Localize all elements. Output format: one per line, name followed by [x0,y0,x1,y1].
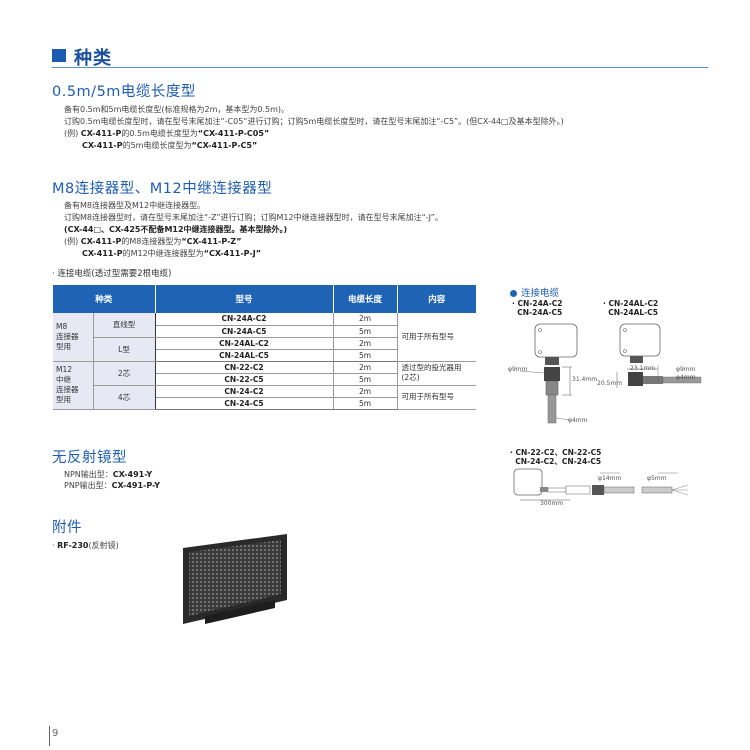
dim-l-height: 20.5mm [597,380,623,387]
length-cell: 5m [333,349,398,362]
length-cell: 2m [333,361,398,374]
bullet-dot-icon [510,290,517,297]
length-cell: 5m [333,397,398,410]
table-row: L型 CN-24AL-C2 2m [53,337,476,362]
dim-l-conn: φ9mm [676,366,696,373]
model-cell: CN-22-C2 [155,361,334,374]
th-model: 型号 [155,285,334,313]
section-title-cable-length: 0.5m/5m电缆长度型 [52,84,196,100]
length-cell: 2m [333,337,398,350]
length-cell: 2m [333,385,398,398]
cable-note: · 连接电缆(透过型需要2根电缆) [52,269,172,279]
table-header-row: 种类 型号 电缆长度 内容 [53,285,476,313]
model-cell: CN-24-C5 [155,397,334,410]
dim-relay-conn: φ14mm [598,475,622,482]
page-number-bar [49,726,50,746]
section2-example-1: (例) CX-411-P的M8连接器型为“CX-411-P-Z” [64,237,242,246]
relay-cable-drawing [513,468,689,501]
section1-example-1: (例) CX-411-P的0.5m电缆长度型为“CX-411-P-C05” [64,129,270,138]
length-cell: 5m [333,325,398,338]
model-cell: CN-24AL-C2 [155,337,334,350]
content-4core: 可用于所有型号 [397,385,476,410]
category-m12: M12 中继 连接器 型用 [53,361,94,410]
header-square-icon [52,49,66,62]
dim-l-cable: φ4mm [676,374,696,381]
section1-line-1: 备有0.5m和5m电缆长度型(标准规格为2m，基本型为0.5m)。 [64,105,290,114]
table-row: 4芯 CN-24-C2 2m 可用于所有型号 [53,385,476,410]
npn-output-line: NPN输出型：CX-491-Y [64,470,153,479]
sub-4core: 4芯 [93,385,156,410]
section-title-no-reflector: 无反射镜型 [52,450,127,466]
sub-straight: 直线型 [93,313,156,338]
sub-l-shape: L型 [93,337,156,362]
section-title-accessories: 附件 [52,520,82,536]
l-cable-drawing [616,323,702,388]
content-2core: 透过型的投光器用 (2芯) [397,361,476,386]
page-header: 种类 [52,44,708,69]
straight-cable-drawing [519,323,578,424]
section-title-connector: M8连接器型、M12中继连接器型 [52,181,273,197]
l-cable-labels: · CN-24AL-C2 CN-24AL-C5 [603,299,659,317]
dim-straight-len: 31.4mm [572,376,598,383]
table-row: M8 连接器 型用 直线型 CN-24A-C2 2m 可用于所有型号 [53,313,476,362]
length-cell: 5m [333,373,398,386]
section1-line-2: 订购0.5m电缆长度型时，请在型号末尾加注“-C05”进行订购；订购5m电缆长度… [64,117,564,126]
cable-spec-table: 种类 型号 电缆长度 内容 M8 连接器 型用 直线型 CN-24A-C2 2m… [53,285,476,410]
section2-line-3: (CX-44□、CX-425不配备M12中继连接器型。基本型除外。) [64,225,288,234]
table-row: CN-24A-C5 5m [53,325,476,338]
dim-relay-cable: φ5mm [647,475,667,482]
model-cell: CN-24A-C5 [155,325,334,338]
content-m8: 可用于所有型号 [397,313,476,362]
section2-line-1: 备有M8连接器型及M12中继连接器型。 [64,201,206,210]
dim-straight-conn: φ9mm [508,366,528,373]
dim-straight-cable: φ4mm [568,417,588,424]
page-number: 9 [52,728,59,739]
table-row: M12 中继 连接器 型用 2芯 CN-22-C2 2m 透过型的投光器用 (2… [53,361,476,410]
table-row: CN-22-C5 5m [53,373,476,386]
sub-2core: 2芯 [93,361,156,386]
table-row: CN-24AL-C5 5m [53,349,476,362]
category-m8: M8 连接器 型用 [53,313,94,362]
diagram-title: 连接电缆 [510,285,559,299]
dim-l-width: 23.1mm [630,365,656,372]
relay-cable-labels: · CN-22-C2、CN-22-C5 CN-24-C2、CN-24-C5 [510,448,602,466]
table-row: CN-24-C5 5m [53,397,476,410]
length-cell: 2m [333,313,398,326]
straight-cable-labels: · CN-24A-C2 CN-24A-C5 [512,299,563,317]
model-cell: CN-22-C5 [155,373,334,386]
section2-line-2: 订购M8连接器型时，请在型号末尾加注“-Z”进行订购；订购M12中继连接器型时，… [64,213,443,222]
page-title: 种类 [74,48,112,69]
section2-example-2: CX-411-P的M12中继连接器型为“CX-411-P-J” [82,249,261,258]
reflector-image [183,534,287,624]
model-cell: CN-24AL-C5 [155,349,334,362]
dim-relay-len: 300mm [540,500,564,507]
th-content: 内容 [397,285,476,313]
accessory-item: · RF-230(反射镜) [52,541,119,550]
pnp-output-line: PNP输出型：CX-491-P-Y [64,481,161,490]
th-length: 电缆长度 [333,285,398,313]
model-cell: CN-24-C2 [155,385,334,398]
model-cell: CN-24A-C2 [155,313,334,326]
section1-example-2: CX-411-P的5m电缆长度型为“CX-411-P-C5” [82,141,258,150]
th-type: 种类 [53,285,156,313]
